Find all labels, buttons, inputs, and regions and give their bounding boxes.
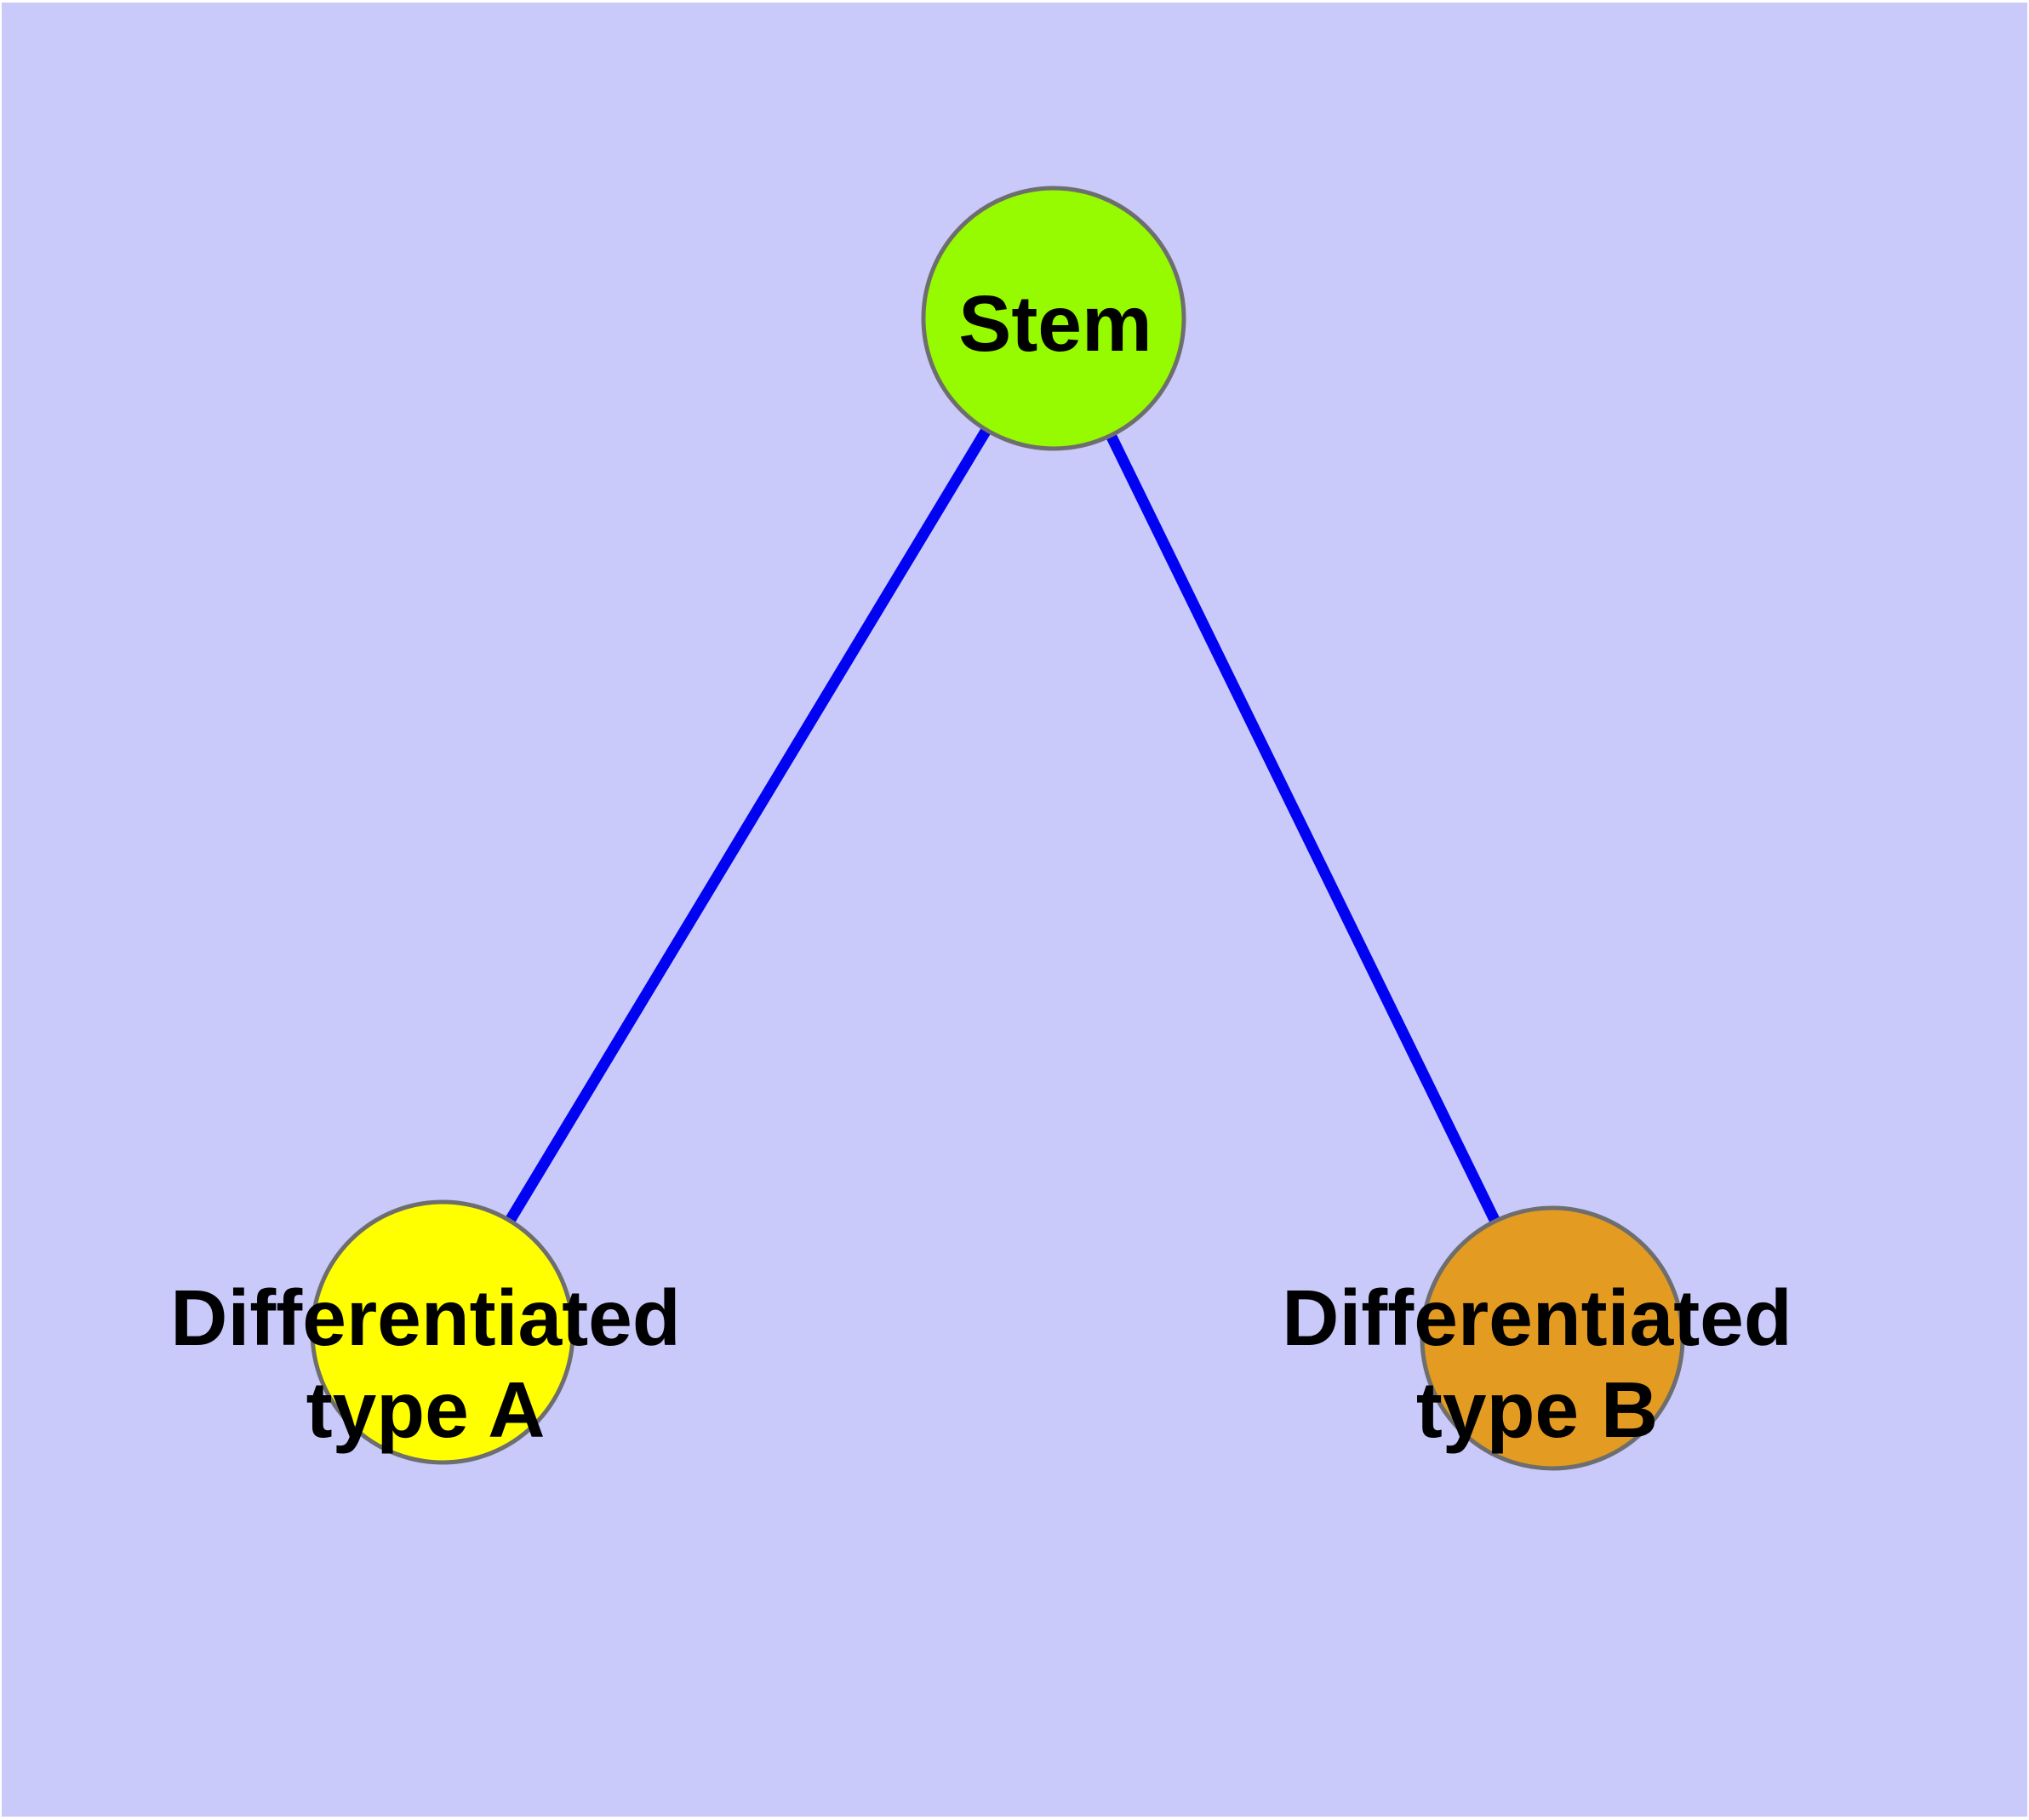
node-differentiated-type-b [1420, 1205, 1685, 1471]
edge-stem-to-type-b [1049, 316, 1557, 1341]
graph-canvas [310, 186, 1685, 1471]
node-label-stem: Stem [958, 279, 1152, 368]
plot-area: Stem Differentiated type A Differentiate… [2, 3, 2027, 1817]
node-label-differentiated-type-a: Differentiated type A [170, 1273, 681, 1454]
node-stem [921, 186, 1186, 451]
node-differentiated-type-a [310, 1199, 575, 1465]
node-label-differentiated-type-b: Differentiated type B [1282, 1273, 1792, 1454]
edge-stem-to-type-a [437, 315, 1059, 1336]
